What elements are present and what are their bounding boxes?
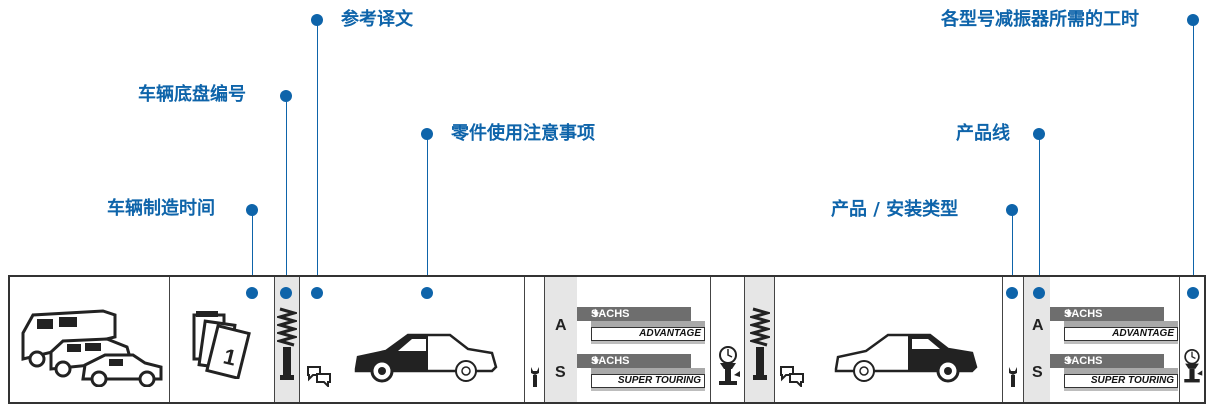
speech-bubbles-icon (307, 366, 331, 387)
badge-stripe (1064, 341, 1178, 344)
cell-labor-time (1180, 277, 1204, 402)
callout-anchor-dot (1006, 287, 1018, 299)
callout-anchor-dot (1187, 287, 1199, 299)
callout-line (252, 210, 253, 292)
car-rear-highlight-icon (834, 333, 978, 383)
sachs-logo-icon: ✦ (1064, 308, 1074, 320)
badge-brand: SACHS (1064, 355, 1103, 367)
sachs-logo-icon: ✦ (1064, 355, 1074, 367)
label-labor-time: 各型号减振器所需的工时 (941, 9, 1139, 30)
label-usage-notes: 零件使用注意事项 (451, 123, 595, 144)
callout-anchor-dot (421, 287, 433, 299)
product-letter-s: S (555, 364, 566, 381)
speech-bubbles-icon (780, 366, 804, 387)
callout-anchor-dot (280, 287, 292, 299)
shock-spring-icon (277, 307, 297, 380)
callout-anchor-dot (311, 287, 323, 299)
sachs-advantage-badge: ✦ SACHS ADVANTAGE (1050, 307, 1178, 344)
cell-wrench (1003, 277, 1024, 402)
badge-product-advantage: ADVANTAGE (639, 328, 701, 339)
badge-product-box: SUPER TOURING (1064, 374, 1178, 388)
badge-brand-bar: ✦ SACHS (577, 307, 691, 321)
legend-strip: 1 (8, 275, 1206, 404)
sachs-advantage-badge: ✦ SACHS ADVANTAGE (577, 307, 705, 344)
badge-product-advantage: ADVANTAGE (1112, 328, 1174, 339)
badge-brand: SACHS (591, 308, 630, 320)
badge-stripe (591, 388, 705, 391)
sachs-logo-icon: ✦ (591, 355, 601, 367)
callout-line (427, 134, 428, 292)
badge-brand-bar: ✦ SACHS (577, 354, 691, 368)
labor-time-icon (719, 346, 740, 385)
callout-line (317, 20, 318, 292)
wrench-icon (1009, 367, 1017, 387)
wrench-icon (531, 367, 539, 387)
vehicles-icon (21, 309, 163, 387)
badge-stripe (591, 341, 705, 344)
label-product-install-type: 产品 / 安装类型 (831, 199, 959, 220)
shock-spring-icon (750, 307, 770, 380)
badge-product-box: ADVANTAGE (1064, 327, 1178, 341)
product-letter-bg (545, 277, 577, 402)
badge-stripe (1064, 368, 1178, 374)
callout-line (1193, 20, 1194, 292)
badge-brand: SACHS (1064, 308, 1103, 320)
cell-translation-notes (300, 277, 525, 402)
svg-text:1: 1 (221, 344, 239, 371)
car-front-highlight-icon (354, 333, 498, 383)
callout-line (1012, 210, 1013, 292)
cell-products: A S ✦ SACHS ADVANTAGE ✦ SACHS SUPER TOUR… (545, 277, 711, 402)
callout-anchor-dot (246, 287, 258, 299)
cell-vehicles (10, 277, 170, 402)
catalog-pages-icon: 1 (192, 311, 251, 379)
cell-catalog: 1 (170, 277, 275, 402)
sachs-supertouring-badge: ✦ SACHS SUPER TOURING (577, 354, 705, 391)
product-letter-a: A (555, 317, 567, 334)
badge-product-box: ADVANTAGE (591, 327, 705, 341)
labor-time-icon (1184, 349, 1203, 383)
badge-stripe (591, 368, 705, 374)
callout-anchor-dot (1033, 287, 1045, 299)
label-reference-translation: 参考译文 (341, 9, 413, 30)
cell-wrench (525, 277, 545, 402)
badge-stripe (591, 321, 705, 327)
cell-labor-time (711, 277, 745, 402)
product-letter-a: A (1032, 317, 1044, 334)
badge-brand: SACHS (591, 355, 630, 367)
sachs-supertouring-badge: ✦ SACHS SUPER TOURING (1050, 354, 1178, 391)
badge-product-box: SUPER TOURING (591, 374, 705, 388)
badge-brand-bar: ✦ SACHS (1050, 354, 1164, 368)
badge-brand-bar: ✦ SACHS (1050, 307, 1164, 321)
sachs-logo-icon: ✦ (591, 308, 601, 320)
badge-product-super-touring: SUPER TOURING (617, 375, 701, 386)
label-product-line: 产品线 (956, 123, 1010, 144)
cell-products: A S ✦ SACHS ADVANTAGE ✦ SACHS SUPER TOUR… (1024, 277, 1180, 402)
badge-product-super-touring: SUPER TOURING (1090, 375, 1174, 386)
label-manufacture-time: 车辆制造时间 (107, 198, 215, 219)
product-letter-s: S (1032, 364, 1043, 381)
cell-spring (745, 277, 775, 402)
label-chassis-number: 车辆底盘编号 (138, 84, 246, 105)
badge-stripe (1064, 321, 1178, 327)
callout-line (286, 96, 287, 292)
cell-translation-notes (775, 277, 1003, 402)
badge-stripe (1064, 388, 1178, 391)
callout-line (1039, 134, 1040, 292)
